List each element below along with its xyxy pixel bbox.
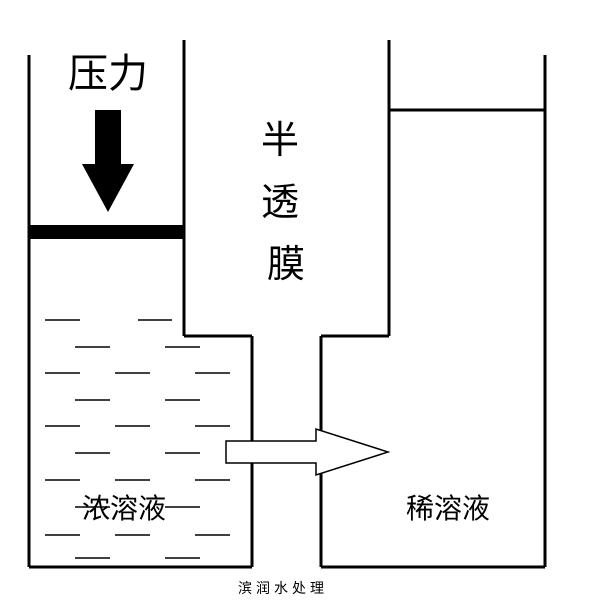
solution-dashes <box>45 319 230 559</box>
membrane-label-line-3: 膜 <box>267 242 305 286</box>
right-arrow-icon <box>225 427 391 477</box>
membrane-label-line-2: 透 <box>261 180 299 224</box>
dilute-solution-label: 稀溶液 <box>406 492 490 525</box>
piston <box>29 225 184 239</box>
pressure-label: 压力 <box>68 51 148 97</box>
membrane-label-line-1: 半 <box>261 118 299 162</box>
down-arrow-icon <box>82 110 134 212</box>
caption: 滨润水处理 <box>238 581 328 597</box>
concentrated-solution-label: 浓溶液 <box>82 492 166 525</box>
membrane-label: 半 透 膜 <box>261 118 311 286</box>
vessel-outline <box>27 40 547 569</box>
